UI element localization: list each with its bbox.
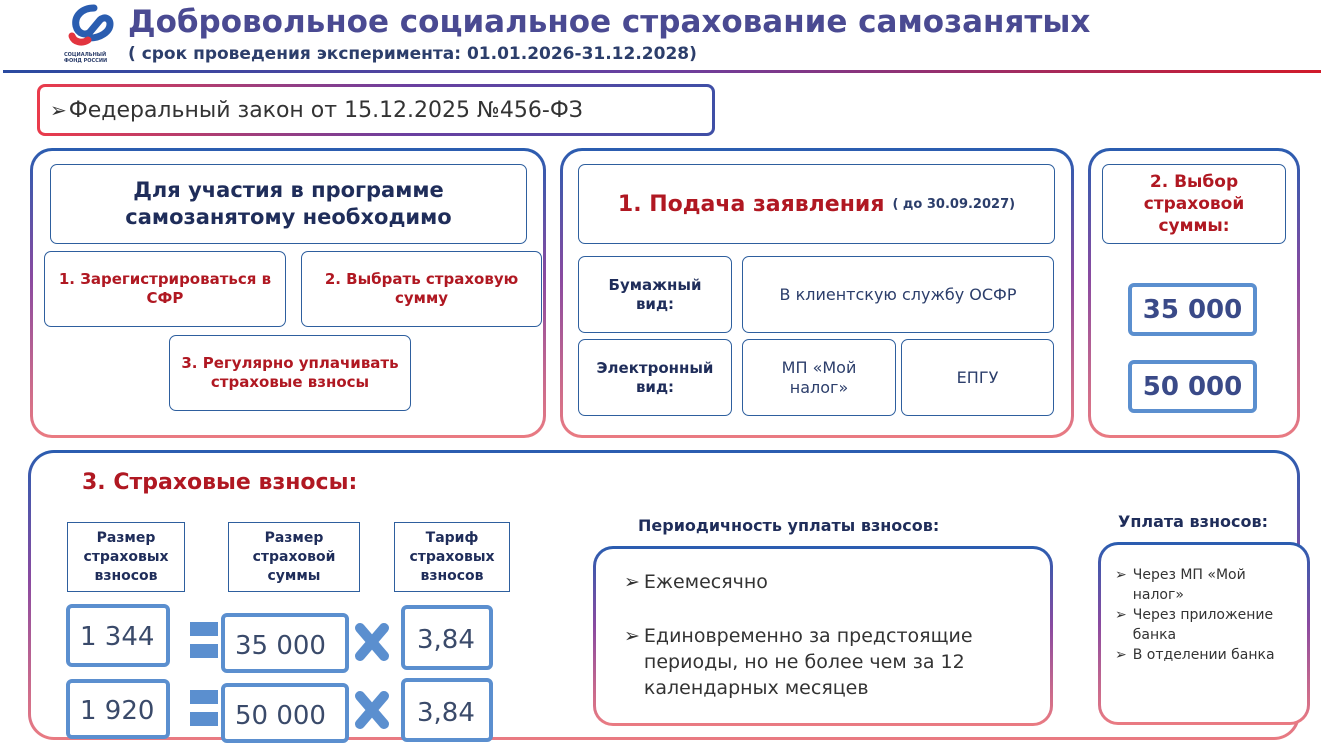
periodicity-monthly: Ежемесячно — [643, 571, 768, 593]
sum-option-50000: 50 000 — [1128, 360, 1257, 413]
row1-sum: 35 000 — [221, 613, 349, 673]
page-title: Добровольное социальное страхование само… — [128, 4, 1091, 40]
row2-sum: 50 000 — [221, 683, 349, 743]
equals-icon — [190, 622, 218, 660]
row1-contribution: 1 344 — [66, 604, 170, 667]
sum-choice-title: 2. Выбор страховой суммы: — [1102, 164, 1286, 244]
participation-title: Для участия в программе самозанятому нео… — [50, 164, 527, 244]
payment-bullet: ➢ — [1115, 607, 1127, 623]
electronic-option-epgu: ЕПГУ — [901, 339, 1054, 416]
row2-contribution: 1 920 — [66, 679, 170, 739]
participation-step-register: 1. Зарегистрироваться в СФР — [44, 251, 286, 327]
paper-label: Бумажный вид: — [578, 256, 732, 333]
application-deadline: ( до 30.09.2027) — [892, 196, 1016, 212]
law-box: ➢ Федеральный закон от 15.12.2025 №456-Ф… — [37, 84, 715, 136]
law-text: Федеральный закон от 15.12.2025 №456-ФЗ — [68, 97, 583, 123]
payment-bank-branch: В отделении банка — [1132, 647, 1275, 663]
row2-rate: 3,84 — [401, 678, 493, 742]
periodicity-lump-sum: Единовременно за предстоящие периоды, но… — [643, 625, 973, 699]
payment-bank-app: Через приложение банка — [1132, 607, 1274, 643]
electronic-label: Электронный вид: — [578, 339, 732, 416]
equals-icon — [190, 690, 218, 728]
logo-caption: СОЦИАЛЬНЫЙ ФОНД РОССИИ — [64, 52, 108, 64]
participation-step-choose-sum: 2. Выбрать страховую сумму — [301, 251, 542, 327]
multiply-icon — [354, 690, 390, 730]
electronic-option-my-tax: МП «Мой налог» — [742, 339, 896, 416]
col-header-contribution: Размер страховых взносов — [67, 522, 185, 592]
sum-option-35000: 35 000 — [1128, 283, 1257, 336]
sfr-logo: СОЦИАЛЬНЫЙ ФОНД РОССИИ — [64, 4, 116, 66]
application-title: 1. Подача заявления — [617, 191, 885, 217]
payment-my-tax: Через МП «Мой налог» — [1132, 567, 1246, 603]
payment-box: ➢ Через МП «Мой налог» ➢ Через приложени… — [1098, 542, 1310, 725]
periodicity-box: ➢ Ежемесячно ➢ Единовременно за предстоя… — [593, 546, 1053, 726]
periodicity-bullet: ➢ — [624, 625, 640, 647]
participation-step-pay: 3. Регулярно уплачивать страховые взносы — [169, 335, 411, 411]
header-divider — [3, 70, 1321, 73]
row1-rate: 3,84 — [401, 605, 493, 670]
contributions-title: 3. Страховые взносы: — [82, 470, 358, 495]
paper-value: В клиентскую службу ОСФР — [742, 256, 1054, 333]
multiply-icon — [354, 622, 390, 662]
payment-bullet: ➢ — [1115, 647, 1127, 663]
page-subtitle: ( срок проведения эксперимента: 01.01.20… — [128, 44, 697, 64]
col-header-sum: Размер страховой суммы — [228, 522, 360, 592]
periodicity-title: Периодичность уплаты взносов: — [638, 516, 940, 535]
sfr-logo-icon — [68, 4, 114, 46]
periodicity-bullet: ➢ — [624, 571, 640, 593]
payment-title: Уплата взносов: — [1118, 512, 1269, 531]
payment-bullet: ➢ — [1115, 567, 1127, 583]
col-header-rate: Тариф страховых взносов — [394, 522, 510, 592]
application-title-box: 1. Подача заявления ( до 30.09.2027) — [578, 164, 1055, 244]
law-bullet: ➢ — [50, 98, 67, 122]
